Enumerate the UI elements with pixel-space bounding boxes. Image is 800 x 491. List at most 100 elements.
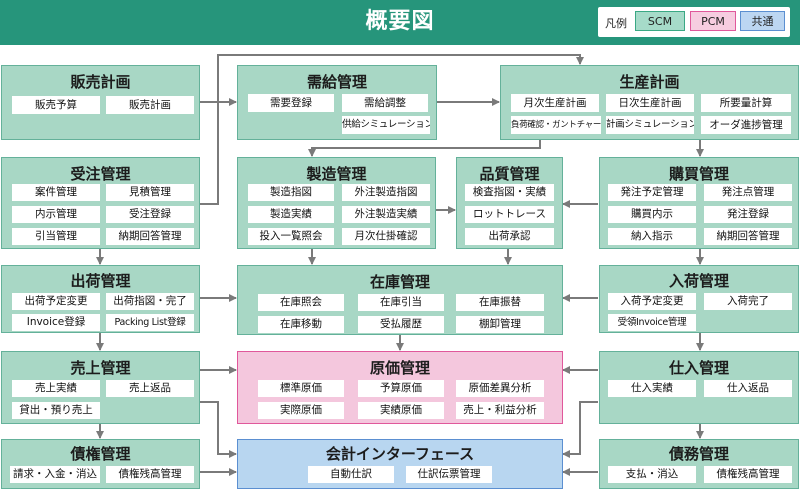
item-nyuka-yotei: 入荷予定変更 <box>608 293 696 310</box>
item-uriage-henpin: 売上返品 <box>106 380 194 397</box>
item-saiken-zandaka: 債権残高管理 <box>106 466 194 483</box>
box-title: 需給管理 <box>306 73 367 91</box>
item-noki-kaito: 納期回答管理 <box>106 228 194 245</box>
box-shiire-kanri: 仕入管理 仕入実績 仕入返品 <box>599 351 799 424</box>
box-kaikei-if: 会計インターフェース 自動仕訳 仕訳伝票管理 <box>237 439 563 489</box>
box-hanbai-keikaku: 販売計画 販売予算 販売計画 <box>1 65 200 140</box>
box-genka-kanri: 原価管理 標準原価 予算原価 原価差異分析 実際原価 実績原価 売上・利益分析 <box>237 351 563 424</box>
box-hinshitsu-kanri: 品質管理 検査指図・実績 ロットトレース 出荷承認 <box>456 157 563 249</box>
box-jukyu-kanri: 需給管理 需要登録 需給調整 供給シミュレーション <box>237 65 437 140</box>
item-order-shinchoku: オーダ進捗管理 <box>701 116 791 134</box>
item-shukka-yotei: 出荷予定変更 <box>12 293 100 310</box>
box-juchu-kanri: 受注管理 案件管理 見積管理 内示管理 受注登録 引当管理 納期回答管理 <box>1 157 200 249</box>
item-zaiko-hikiate: 在庫引当 <box>358 294 444 311</box>
box-seizo-kanri: 製造管理 製造指図 外注製造指図 製造実績 外注製造実績 投入一覧照会 月次仕掛… <box>237 157 436 249</box>
box-title: 債権管理 <box>70 445 131 463</box>
item-juchu-toroku: 受注登録 <box>106 206 194 223</box>
legend: 凡例 SCM PCM 共通 <box>598 7 790 37</box>
legend-common: 共通 <box>740 11 785 31</box>
item-gaichu-jisseki: 外注製造実績 <box>342 206 430 223</box>
item-zaiko-furikae: 在庫振替 <box>456 294 544 311</box>
box-title: 売上管理 <box>70 359 131 377</box>
item-hanbai-keikaku: 販売計画 <box>106 96 194 114</box>
box-title: 製造管理 <box>306 165 367 183</box>
item-tonyu-ichiran: 投入一覧照会 <box>248 228 334 245</box>
item-jukyu-chosei: 需給調整 <box>342 94 428 112</box>
item-anken: 案件管理 <box>12 184 100 201</box>
item-shukka-shonin: 出荷承認 <box>465 228 554 245</box>
item-yosan-genka: 予算原価 <box>358 380 444 397</box>
item-hanbai-yosan: 販売予算 <box>12 96 100 114</box>
box-title: 在庫管理 <box>369 273 430 291</box>
item-hatchuten: 発注点管理 <box>704 184 792 201</box>
item-kobai-naiji: 購買内示 <box>608 206 696 223</box>
page-title: 概要図 <box>365 9 435 34</box>
box-title: 仕入管理 <box>668 359 729 377</box>
item-naiji: 内示管理 <box>12 206 100 223</box>
box-nyuka-kanri: 入荷管理 入荷予定変更 入荷完了 受領Invoice管理 <box>599 265 799 333</box>
box-seisan-keikaku: 生産計画 月次生産計画 日次生産計画 所要量計算 負荷確認・ガントチャート 計画… <box>500 65 799 140</box>
item-juyo-toroku: 需要登録 <box>248 94 334 112</box>
item-keikaku-sim: 計画シミュレーション <box>606 116 694 134</box>
item-rieki-bunseki: 売上・利益分析 <box>456 402 544 419</box>
box-title: 入荷管理 <box>668 272 729 290</box>
item-ukeharai: 受払履歴 <box>358 316 444 333</box>
item-jisseki-genka: 実績原価 <box>358 402 444 419</box>
item-hikiate: 引当管理 <box>12 228 100 245</box>
item-shiharai: 支払・消込 <box>608 466 696 483</box>
item-jissai-genka: 実際原価 <box>258 402 344 419</box>
item-shiwake-denpyo: 仕訳伝票管理 <box>406 466 492 483</box>
box-title: 販売計画 <box>70 73 131 91</box>
item-zaiko-shokai: 在庫照会 <box>258 294 344 311</box>
item-shikakari: 月次仕掛確認 <box>342 228 430 245</box>
item-tanaoroshi: 棚卸管理 <box>456 316 544 333</box>
box-uriage-kanri: 売上管理 売上実績 売上返品 貸出・預り売上 <box>1 351 200 424</box>
item-jido-shiwake: 自動仕訳 <box>308 466 394 483</box>
box-title: 購買管理 <box>668 165 729 183</box>
item-seizo-sashizu: 製造指図 <box>248 184 334 201</box>
item-genka-sai: 原価差異分析 <box>456 380 544 397</box>
item-saimu-zandaka: 債権残高管理 <box>704 466 792 483</box>
box-title: 生産計画 <box>619 73 680 91</box>
item-shoyoryo: 所要量計算 <box>701 94 791 112</box>
box-title: 原価管理 <box>369 359 430 377</box>
box-title: 出荷管理 <box>70 272 131 290</box>
item-noki-kaito-kobai: 納期回答管理 <box>704 228 792 245</box>
item-juryo-invoice: 受領Invoice管理 <box>608 314 696 331</box>
legend-pcm: PCM <box>690 11 736 31</box>
item-nyuka-kanryo: 入荷完了 <box>704 293 792 310</box>
legend-scm: SCM <box>635 11 685 31</box>
box-saimu-kanri: 債務管理 支払・消込 債権残高管理 <box>599 439 799 489</box>
box-zaiko-kanri: 在庫管理 在庫照会 在庫引当 在庫振替 在庫移動 受払履歴 棚卸管理 <box>237 265 563 335</box>
item-shiire-jisseki: 仕入実績 <box>608 380 696 397</box>
item-packing-list: Packing List登録 <box>106 314 194 331</box>
item-invoice: Invoice登録 <box>12 314 100 331</box>
box-title: 債務管理 <box>668 445 729 463</box>
item-mitsumori: 見積管理 <box>106 184 194 201</box>
box-title: 受注管理 <box>70 165 131 183</box>
item-seikyu: 請求・入金・消込 <box>10 466 100 483</box>
item-fuka-kakunin: 負荷確認・ガントチャート <box>511 116 601 134</box>
item-seizo-jisseki: 製造実績 <box>248 206 334 223</box>
item-hyojun-genka: 標準原価 <box>258 380 344 397</box>
box-title: 品質管理 <box>479 165 540 183</box>
item-gaichu-sashizu: 外注製造指図 <box>342 184 430 201</box>
item-kensa: 検査指図・実績 <box>465 184 554 201</box>
item-getsuji-seisan: 月次生産計画 <box>511 94 599 112</box>
item-hatchu-yotei: 発注予定管理 <box>608 184 696 201</box>
item-kyokyu-sim: 供給シミュレーション <box>342 116 430 134</box>
box-saiken-kanri: 債権管理 請求・入金・消込 債権残高管理 <box>1 439 200 489</box>
item-uriage-jisseki: 売上実績 <box>12 380 100 397</box>
legend-label: 凡例 <box>605 17 627 30</box>
item-hatchu-toroku: 発注登録 <box>704 206 792 223</box>
item-shiire-henpin: 仕入返品 <box>704 380 792 397</box>
box-kobai-kanri: 購買管理 発注予定管理 発注点管理 購買内示 発注登録 納入指示 納期回答管理 <box>599 157 799 249</box>
item-nonyu-shiji: 納入指示 <box>608 228 696 245</box>
item-lot-trace: ロットトレース <box>465 206 554 223</box>
item-nichiji-seisan: 日次生産計画 <box>606 94 694 112</box>
box-shukka-kanri: 出荷管理 出荷予定変更 出荷指図・完了 Invoice登録 Packing Li… <box>1 265 200 333</box>
item-kashidashi: 貸出・預り売上 <box>12 402 100 419</box>
item-shukka-sashizu: 出荷指図・完了 <box>106 293 194 310</box>
box-title: 会計インターフェース <box>325 445 475 463</box>
